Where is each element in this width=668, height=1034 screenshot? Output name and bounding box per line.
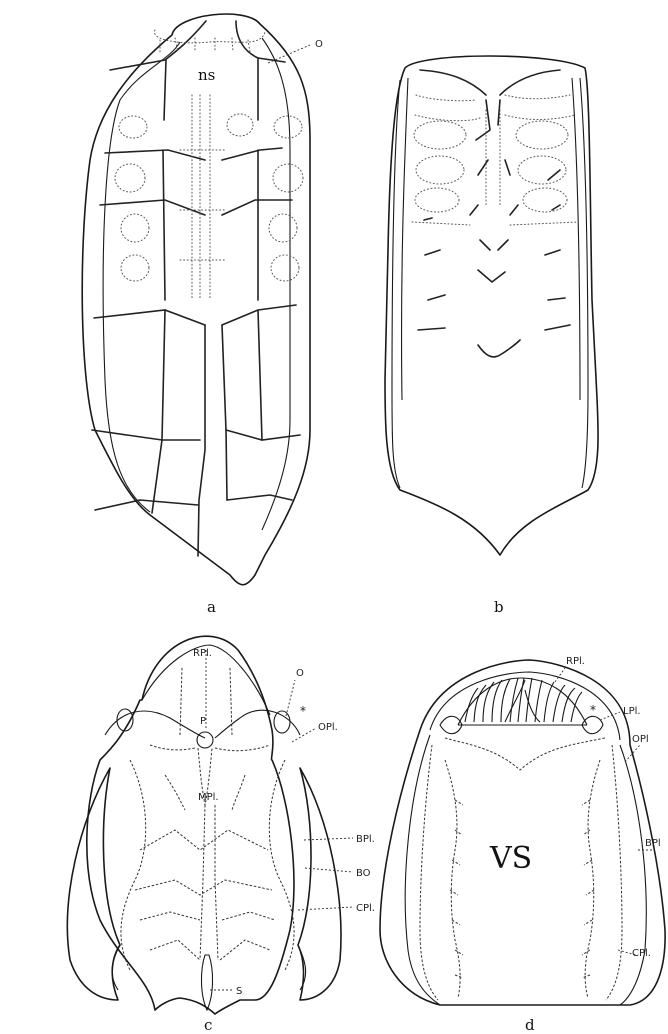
panel-d-leader-lpl: [600, 712, 620, 720]
panel-b-shell-outline: [385, 56, 598, 555]
panel-d-rostral-fan: [458, 678, 587, 725]
panel-d-leader-rpl: [555, 668, 565, 682]
panel-c-leader-bo: [305, 868, 353, 872]
panel-a-suture: [198, 325, 227, 556]
panel-b-suture: [476, 100, 500, 140]
panel-c-label-bpl: BPl.: [356, 834, 375, 845]
panel-c: RPl. P O * OPl. MPl. BPl. BO CPl. S c: [67, 636, 375, 1034]
panel-a-shell-outline: [82, 14, 310, 585]
panel-c-leader-o: [286, 680, 295, 716]
panel-d-label-lpl: LPl.: [623, 706, 641, 717]
panel-a-suture: [100, 200, 292, 215]
panel-c-label-rpl: RPl.: [193, 648, 212, 659]
panel-c-label-o: O: [296, 668, 304, 679]
panel-a-inner-margin: [103, 42, 180, 512]
panel-b-suture: [478, 160, 510, 175]
panel-d-label-star: *: [590, 703, 596, 717]
panel-d-label-rpl: RPl.: [566, 656, 585, 667]
panel-c-orbit-right: [274, 711, 290, 733]
panel-b-inner-margin-2: [402, 78, 580, 400]
panel-b-suture: [470, 205, 518, 215]
panel-a-caption: a: [207, 598, 216, 616]
panel-a-label-ns: ns: [198, 66, 215, 84]
panel-a-suture: [92, 430, 300, 440]
panel-b-suture: [480, 240, 508, 250]
panel-c-label-s: S: [236, 986, 242, 997]
panel-a-suture: [105, 148, 282, 160]
panel-d-label-opl: OPl: [632, 734, 649, 745]
panel-a-suture: [95, 495, 292, 510]
panel-c-caption: c: [204, 1016, 212, 1034]
panel-d: RPl. * LPl. OPl VS BPl CPl. d: [380, 656, 665, 1034]
panel-c-groove: [201, 955, 212, 1010]
panel-c-pineal: [197, 732, 213, 748]
panel-d-label-vs: VS: [489, 841, 532, 876]
panel-b: b: [385, 56, 598, 616]
panel-c-label-cpl: CPl.: [356, 903, 375, 914]
panel-b-suture: [420, 70, 560, 95]
panel-a-label-o: O: [315, 39, 323, 50]
panel-c-brachial-opening: [112, 945, 306, 990]
panel-a-suture: [152, 310, 262, 513]
panel-a-inner-margin-right: [262, 38, 290, 530]
panel-c-label-bo: BO: [356, 868, 371, 879]
panel-a-suture: [94, 305, 296, 325]
panel-b-suture: [418, 170, 570, 330]
panel-c-label-star: *: [300, 704, 306, 718]
panel-a: ns O a: [82, 14, 323, 616]
panel-b-caption: b: [494, 598, 504, 616]
panel-b-suture: [478, 270, 505, 282]
panel-c-label-opl: OPl.: [318, 722, 338, 733]
panel-c-shell-outline: [87, 636, 294, 1014]
panel-d-label-bpl: BPl: [645, 838, 661, 849]
panel-b-suture: [478, 340, 520, 357]
panel-b-inner-margin: [392, 78, 588, 488]
panel-b-sensory-canals: [412, 95, 578, 225]
panel-c-label-p: P: [200, 716, 206, 727]
panel-d-lateral-right: [620, 745, 646, 1005]
panel-d-caption: d: [525, 1016, 535, 1034]
panel-c-leader-opl: [292, 728, 316, 742]
panel-c-leader-cpl: [298, 907, 353, 910]
panel-d-label-cpl: CPl.: [632, 948, 651, 959]
panel-c-label-mpl: MPl.: [198, 792, 219, 803]
panel-c-brachial-right: [298, 768, 341, 1000]
